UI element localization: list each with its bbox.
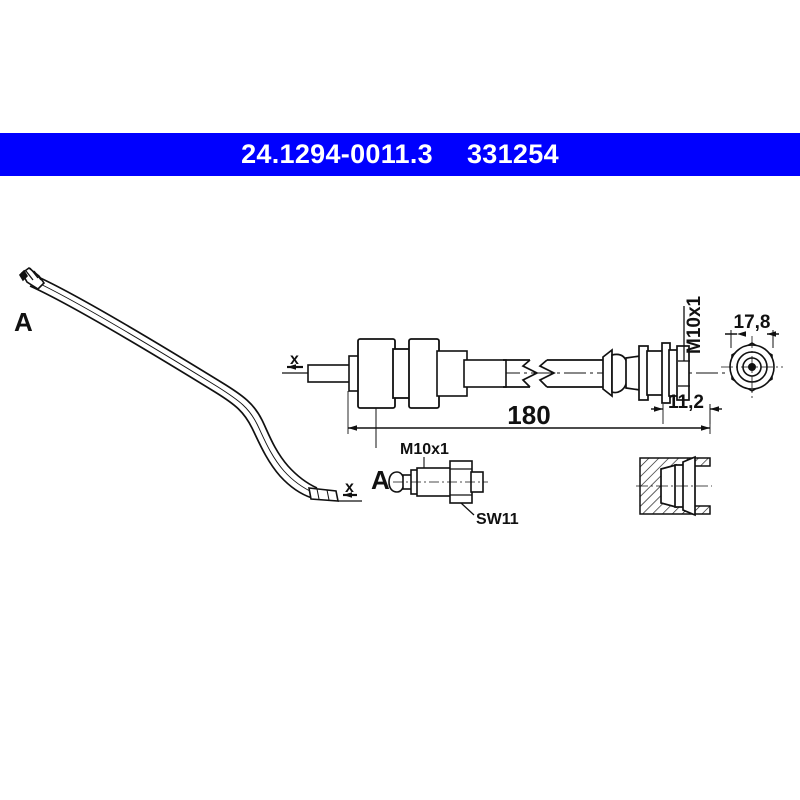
arrow-x-main-label: x <box>290 351 299 368</box>
wrench-size-label-sw11: SW11 <box>476 511 519 528</box>
dimension-label-180: 180 <box>507 400 550 430</box>
hose-run <box>503 359 605 388</box>
thread-callout-detail: M10x1 <box>400 441 449 468</box>
thread-label-m10x1-detail: M10x1 <box>400 441 449 458</box>
crimp-body <box>357 338 440 409</box>
arrow-x-hose: x <box>338 479 362 502</box>
hose-curved-assembly <box>29 275 318 499</box>
drawing-canvas: A x <box>14 266 783 528</box>
thread-callout-right: M10x1 <box>678 295 705 387</box>
technical-drawing: A x <box>0 176 800 800</box>
hose-end-fitting-upper <box>18 266 46 291</box>
section-label-a-hose: A <box>14 307 33 337</box>
hose-outline-lower <box>35 275 318 489</box>
arrow-x-hose-label: x <box>345 479 354 496</box>
right-shoulder <box>436 350 507 397</box>
dimension-180: 180 <box>347 391 711 434</box>
dimension-label-11-2: 11,2 <box>668 392 704 413</box>
hose-outline-upper <box>29 285 313 499</box>
dimension-11-2: 11,2 <box>651 392 722 424</box>
hose-inner-line <box>33 280 315 494</box>
dimension-17-8: 17,8 <box>725 312 779 348</box>
thread-label-m10x1-right: M10x1 <box>684 295 705 354</box>
end-view-hex-nut <box>721 336 783 398</box>
arrow-x-main: x <box>282 351 308 374</box>
hose-end-fitting-lower <box>308 487 339 502</box>
reference-number: 331254 <box>466 139 559 169</box>
detail-view-a: A <box>371 441 519 528</box>
part-number: 24.1294-0011.3 <box>241 139 433 169</box>
right-ferrule <box>602 348 641 398</box>
wrench-size-callout: SW11 <box>460 502 519 528</box>
section-label-a-detail: A <box>371 465 390 495</box>
left-tube-stub <box>307 364 353 383</box>
section-view-bore <box>636 455 712 517</box>
dimension-label-17-8: 17,8 <box>734 312 771 333</box>
title-banner: 24.1294-0011.3 331254 <box>0 133 800 176</box>
